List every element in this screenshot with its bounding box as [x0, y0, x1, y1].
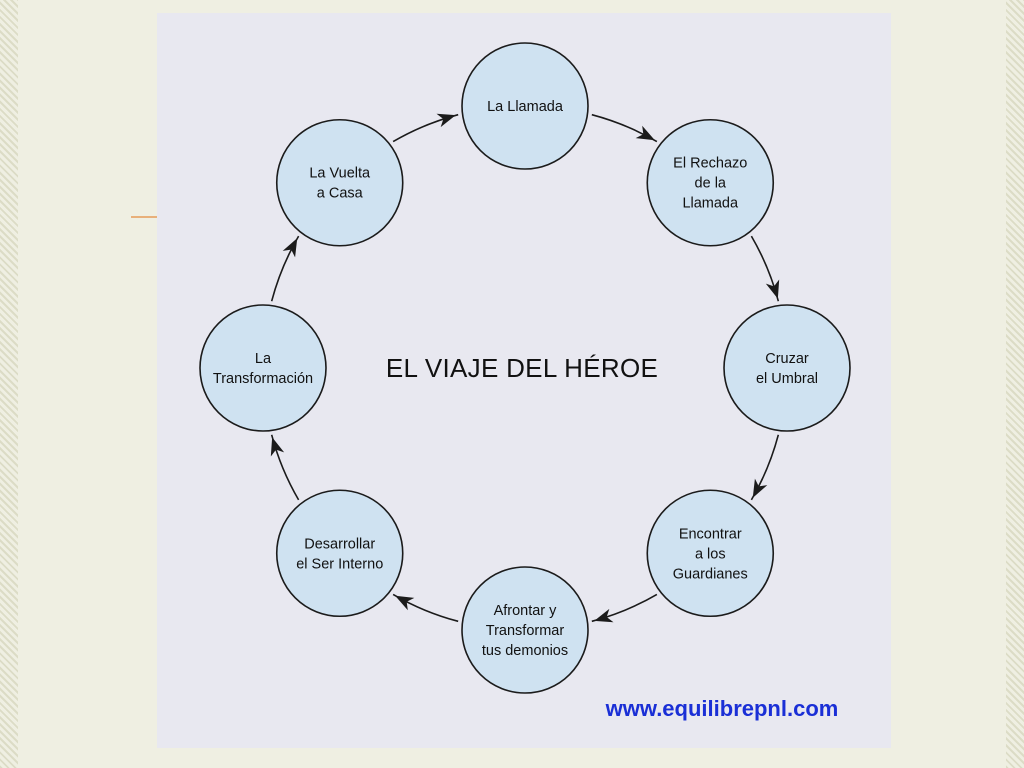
stage-label-line: Cruzar: [765, 351, 809, 367]
cycle-arrowhead: [270, 437, 285, 457]
stage-circle: [461, 566, 589, 694]
stage-circle: [199, 304, 327, 432]
stage-circle: [275, 489, 404, 618]
stage-label-line: Llamada: [682, 196, 739, 212]
stage-label-line: Afrontar y: [494, 603, 558, 619]
stage-node: La Llamada: [461, 42, 589, 170]
stage-label-line: a Casa: [317, 186, 364, 202]
stage-node: Cruzar el Umbral: [723, 304, 851, 432]
stage-node: Afrontar y Transformar tus demonios: [461, 566, 589, 694]
stage-node: El Rechazo de la Llamada: [646, 118, 775, 247]
stage-label-line: Transformación: [213, 371, 313, 387]
stage-label-line: a los: [695, 546, 726, 562]
stage-label-line: el Umbral: [756, 371, 818, 387]
stage-circle: [723, 304, 851, 432]
stage-label-line: El Rechazo: [673, 156, 747, 172]
slide-accent-line: [131, 216, 157, 218]
stage-label-line: La: [255, 351, 272, 367]
stage-circle: [646, 489, 775, 618]
cycle-arrowhead: [282, 238, 298, 258]
website-link[interactable]: www.equilibrepnl.com: [605, 696, 839, 721]
cycle-arrows: [270, 113, 780, 623]
stage-label-line: La Llamada: [487, 99, 564, 115]
cycle-arrowhead: [395, 595, 415, 611]
stage-node: Desarrollar el Ser Interno: [275, 489, 404, 618]
left-decorative-stripe: [0, 0, 18, 768]
cycle-arrowhead: [594, 608, 614, 623]
right-decorative-stripe: [1006, 0, 1024, 768]
stage-label-line: Encontrar: [679, 526, 742, 542]
stage-label-line: Transformar: [486, 623, 565, 639]
stage-label-line: Guardianes: [673, 566, 748, 582]
cycle-arrowhead: [765, 279, 780, 299]
stage-circle: [646, 118, 775, 247]
stage-circle: [461, 42, 589, 170]
stage-label-line: tus demonios: [482, 643, 568, 659]
cycle-arrowhead: [635, 125, 655, 141]
cycle-arrowhead: [436, 113, 456, 128]
cycle-arrowhead: [752, 478, 768, 498]
stage-node: La Vuelta a Casa: [275, 118, 404, 247]
stage-label-line: de la: [695, 176, 727, 192]
stage-label-line: Desarrollar: [304, 536, 375, 552]
stage-circle: [275, 118, 404, 247]
diagram-title: EL VIAJE DEL HÉROE: [386, 353, 658, 383]
stage-label-line: La Vuelta: [309, 166, 371, 182]
stage-label-line: el Ser Interno: [296, 556, 383, 572]
